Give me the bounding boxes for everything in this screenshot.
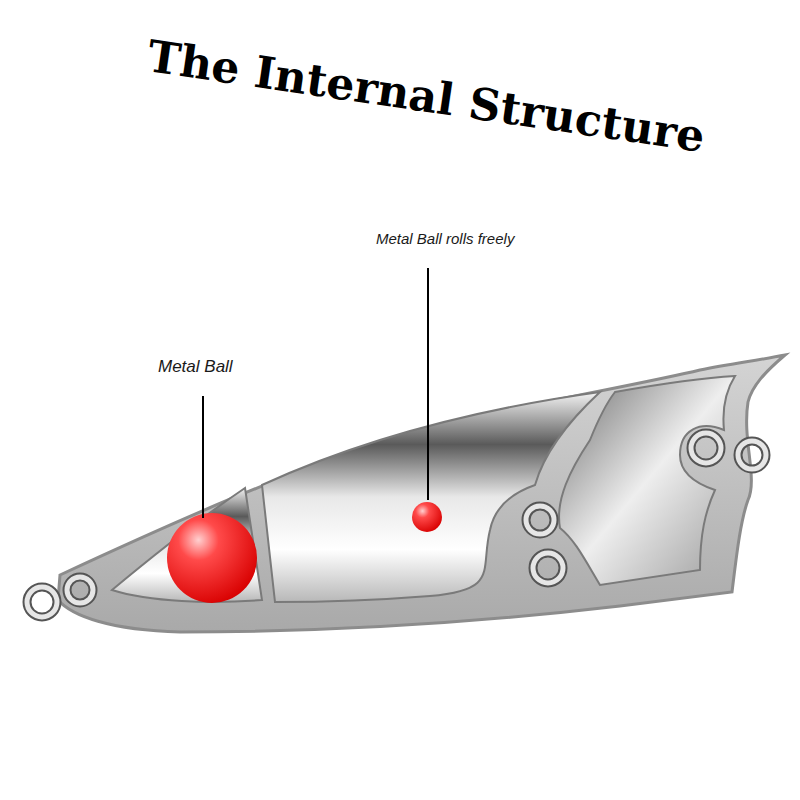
tail-eye-ring (691, 433, 766, 469)
leader-line (202, 396, 204, 518)
large-metal-ball (167, 513, 257, 603)
rear-chamber (559, 376, 735, 585)
callout-label: Metal Ball rolls freely (376, 230, 514, 247)
small-metal-ball (412, 502, 442, 532)
main-chamber (262, 392, 600, 602)
nose-eye-ring (27, 577, 93, 617)
lure-body (58, 355, 785, 632)
callout-label: Metal Ball (158, 357, 233, 377)
belly-eye-ring (526, 506, 563, 583)
leader-line (427, 268, 429, 500)
title: The Internal Structure (144, 30, 708, 162)
